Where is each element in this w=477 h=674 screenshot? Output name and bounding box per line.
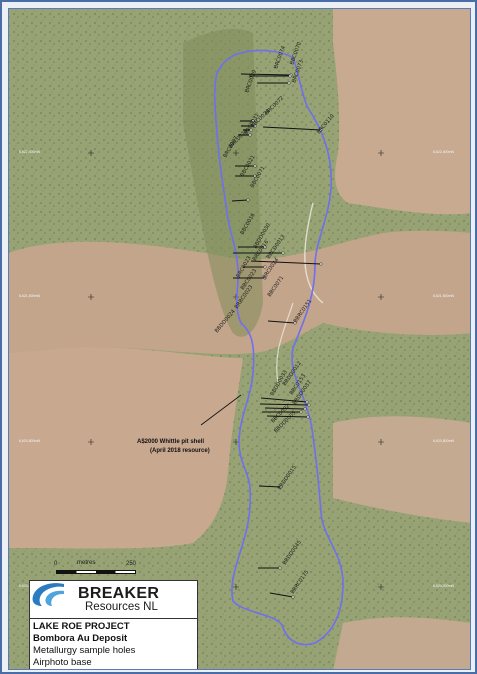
drill-collar	[305, 400, 309, 404]
grid-cross	[378, 294, 384, 300]
project-title: LAKE ROE PROJECT	[33, 621, 130, 632]
coordinate-label: 6,622,400mN	[433, 150, 454, 154]
grid-cross	[378, 150, 384, 156]
annotation-line1: A$2000 Whittle pit shell	[137, 439, 204, 445]
scale-zero: 0	[54, 561, 58, 567]
company-name: BREAKER	[78, 585, 160, 602]
coordinate-label: 6,621,600mN	[19, 294, 40, 298]
drill-collar	[263, 245, 267, 249]
grid-cross	[233, 439, 239, 445]
coordinate-label: 6,622,400mN	[19, 150, 40, 154]
company-subtitle: Resources NL	[85, 601, 158, 613]
drill-hole-trace	[240, 73, 292, 76]
drill-holes	[231, 73, 323, 599]
grid-cross	[233, 294, 239, 300]
drill-collar	[306, 415, 310, 419]
drill-collar	[299, 410, 303, 414]
road	[304, 202, 324, 304]
drill-hole-trace	[267, 320, 296, 324]
drill-collar	[319, 262, 323, 266]
grid-cross	[88, 294, 94, 300]
drill-collar	[249, 128, 253, 132]
scale-bar: 0 metres 250	[54, 560, 164, 580]
legend-divider	[30, 618, 197, 619]
breaker-logo-icon	[32, 583, 64, 606]
drill-collar	[248, 133, 252, 137]
drill-collar	[303, 407, 307, 411]
drill-hole-trace	[258, 485, 282, 488]
drill-collar	[253, 164, 257, 168]
drill-collar	[291, 595, 295, 599]
grid-cross	[233, 584, 239, 590]
drill-collar	[251, 119, 255, 123]
scale-label: metres	[77, 560, 96, 566]
road	[276, 302, 294, 384]
drill-collar	[293, 321, 297, 325]
drill-collar	[253, 124, 257, 128]
grid-cross	[378, 439, 384, 445]
coordinate-label: 6,621,600mN	[433, 294, 454, 298]
drill-collar	[246, 198, 250, 202]
grid-cross	[88, 150, 94, 156]
drill-collar	[279, 485, 283, 489]
map-base: Airphoto base	[33, 657, 92, 668]
lake-southeast	[333, 416, 470, 523]
drill-collar	[278, 566, 282, 570]
coordinate-label: 6,620,800mN	[433, 439, 454, 443]
drill-hole-trace	[231, 199, 249, 202]
drill-collar	[307, 403, 311, 407]
deposit-title: Bombora Au Deposit	[33, 633, 128, 644]
lake-east	[333, 9, 470, 215]
drill-hole-trace	[259, 403, 310, 406]
annotation-line2: (April 2018 resource)	[150, 448, 210, 454]
drill-hole-trace	[262, 126, 322, 131]
coordinate-label: 6,620,000mN	[433, 584, 454, 588]
drill-collar	[281, 251, 285, 255]
drill-hole-trace	[250, 260, 322, 265]
grid-cross	[378, 584, 384, 590]
scale-end: 250	[126, 561, 137, 567]
lake-south	[333, 617, 470, 669]
drill-hole-trace	[264, 407, 306, 410]
coordinate-label: 6,620,800mN	[19, 439, 40, 443]
map-description: Metallurgy sample holes	[33, 645, 136, 656]
drill-hole-trace	[260, 397, 308, 403]
pit-shell-outline	[213, 49, 344, 646]
drill-collar	[253, 174, 257, 178]
annotation-leader	[200, 394, 242, 426]
drill-hole-trace	[269, 592, 294, 598]
scale-bar-graphic	[56, 570, 136, 574]
drill-collar	[263, 265, 267, 269]
legend-box: BREAKER Resources NL LAKE ROE PROJECT Bo…	[29, 580, 198, 669]
grid-cross	[233, 150, 239, 156]
drill-collar	[287, 81, 291, 85]
grid-cross	[88, 439, 94, 445]
drill-hole-trace	[266, 415, 309, 418]
drill-collar	[319, 128, 323, 132]
drill-collar	[288, 74, 292, 78]
lake-southwest	[9, 346, 243, 549]
drill-collar	[263, 276, 267, 280]
